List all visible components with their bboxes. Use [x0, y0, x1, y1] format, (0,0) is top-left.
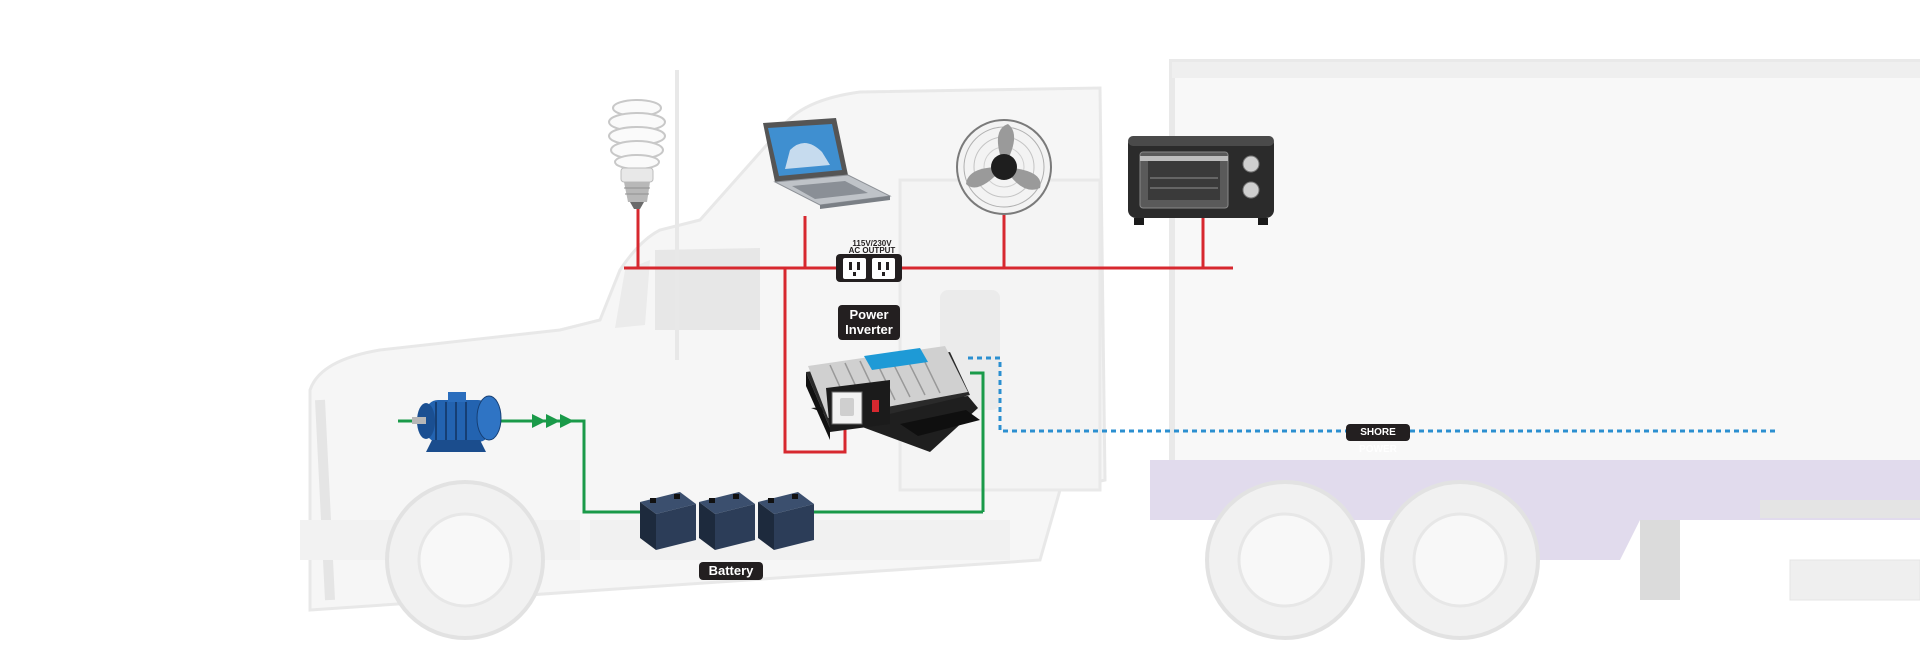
ac-output-text: AC OUTPUT	[848, 246, 896, 255]
shore-power-label: SHORE POWER	[1346, 424, 1410, 455]
light-bulb-icon	[608, 99, 666, 209]
power-inverter-label-line1: Power	[849, 307, 889, 322]
toaster-oven-icon	[1128, 136, 1274, 225]
ac-wiring	[624, 205, 1233, 454]
shore-power-wiring	[968, 356, 1778, 433]
ac-output-voltage: 115V/230V	[852, 239, 892, 248]
power-inverter-label: Power Inverter	[838, 305, 900, 340]
laptop-icon	[763, 118, 892, 209]
motor-icon	[412, 392, 502, 452]
power-inverter-label-line2: Inverter	[845, 322, 893, 337]
charge-arrows	[495, 414, 584, 428]
power-inverter-icon	[806, 346, 980, 452]
battery-label: Battery	[699, 562, 763, 580]
ac-outlet-icon	[836, 254, 902, 282]
battery-icon	[640, 492, 814, 550]
fan-icon	[956, 119, 1052, 215]
ac-output-label: 115V/230V AC OUTPUT	[845, 239, 899, 255]
truck-background	[300, 59, 1920, 640]
